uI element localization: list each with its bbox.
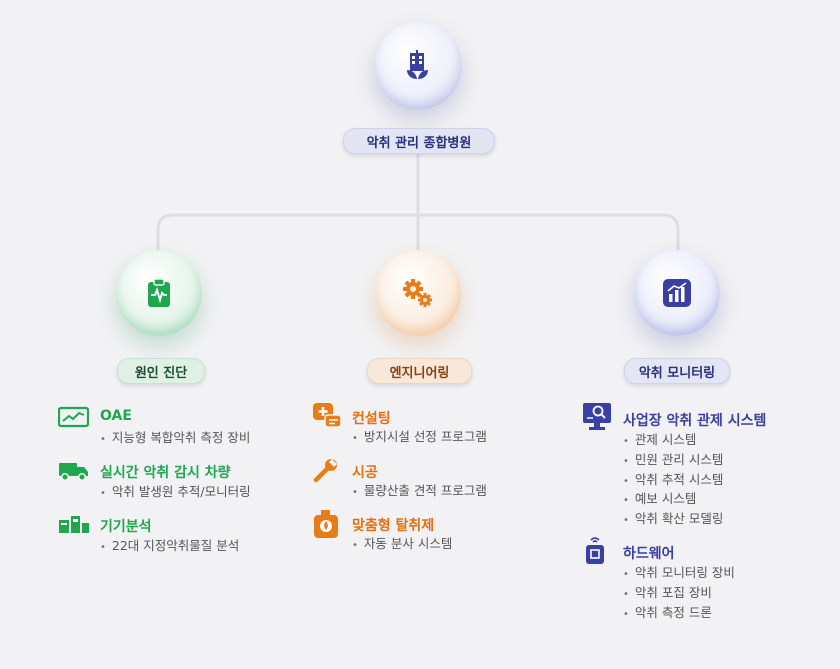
hospital-building-leaf-icon xyxy=(407,50,428,79)
item-sub-list: 지능형 복합악취 측정 장비 xyxy=(100,428,250,448)
item-title: 하드웨어 xyxy=(623,546,675,562)
list-item: 민원 관리 시스템 xyxy=(623,450,723,470)
list-item: 22대 지정악취물질 분석 xyxy=(100,536,239,556)
lab-equipment-icon xyxy=(59,516,89,533)
bar-chart-icon xyxy=(663,279,691,307)
item-title: 사업장 악취 관제 시스템 xyxy=(623,413,767,429)
item-title: 컨설팅 xyxy=(352,411,391,427)
deodorant-bottle-icon xyxy=(314,510,338,538)
list-item: 악취 측정 드론 xyxy=(623,603,735,623)
item-sub-list: 악취 발생원 추적/모니터링 xyxy=(100,482,251,502)
monitoring-orb xyxy=(634,250,720,336)
list-item: 물량산출 견적 프로그램 xyxy=(352,481,487,501)
engineering-orb xyxy=(375,250,461,336)
root-label: 악취 관리 종합병원 xyxy=(343,128,495,154)
list-item: 악취 포집 장비 xyxy=(623,583,735,603)
diagnosis-label: 원인 진단 xyxy=(117,358,205,384)
gears-icon xyxy=(403,279,432,307)
list-item: 예보 시스템 xyxy=(623,489,723,509)
engineering-label: 엔지니어링 xyxy=(367,358,472,384)
item-sub-list: 물량산출 견적 프로그램 xyxy=(352,481,487,501)
list-item: 악취 확산 모델링 xyxy=(623,509,723,529)
item-sub-list: 방지시설 선정 프로그램 xyxy=(352,427,487,447)
clipboard-pulse-icon xyxy=(148,278,170,307)
item-sub-list: 악취 모니터링 장비 악취 포집 장비 악취 측정 드론 xyxy=(623,563,735,622)
list-item: 관제 시스템 xyxy=(623,430,723,450)
chat-consulting-icon xyxy=(313,403,342,428)
list-item: 악취 추적 시스템 xyxy=(623,470,723,490)
item-title: 실시간 악취 감시 차량 xyxy=(100,465,231,481)
list-item: 방지시설 선정 프로그램 xyxy=(352,427,487,447)
list-item: 지능형 복합악취 측정 장비 xyxy=(100,428,250,448)
item-title: 시공 xyxy=(352,465,378,481)
list-item: 자동 분사 시스템 xyxy=(352,534,452,554)
item-sub-list: 자동 분사 시스템 xyxy=(352,534,452,554)
truck-icon xyxy=(59,463,88,481)
item-sub-list: 관제 시스템 민원 관리 시스템 악취 추적 시스템 예보 시스템 악취 확산 … xyxy=(623,430,723,529)
trend-monitor-icon xyxy=(58,406,89,428)
list-item: 악취 모니터링 장비 xyxy=(623,563,735,583)
monitoring-label: 악취 모니터링 xyxy=(624,358,730,384)
list-item: 악취 발생원 추적/모니터링 xyxy=(100,482,251,502)
item-sub-list: 22대 지정악취물질 분석 xyxy=(100,536,239,556)
item-title: 기기분석 xyxy=(100,519,152,535)
diagnosis-orb xyxy=(116,250,202,336)
root-orb xyxy=(374,22,462,110)
monitor-search-icon xyxy=(583,403,611,430)
wrench-icon xyxy=(313,459,337,483)
sensor-device-icon xyxy=(586,537,604,564)
item-title: OAE xyxy=(100,408,132,424)
item-title: 맞춤형 탈취제 xyxy=(352,518,435,534)
